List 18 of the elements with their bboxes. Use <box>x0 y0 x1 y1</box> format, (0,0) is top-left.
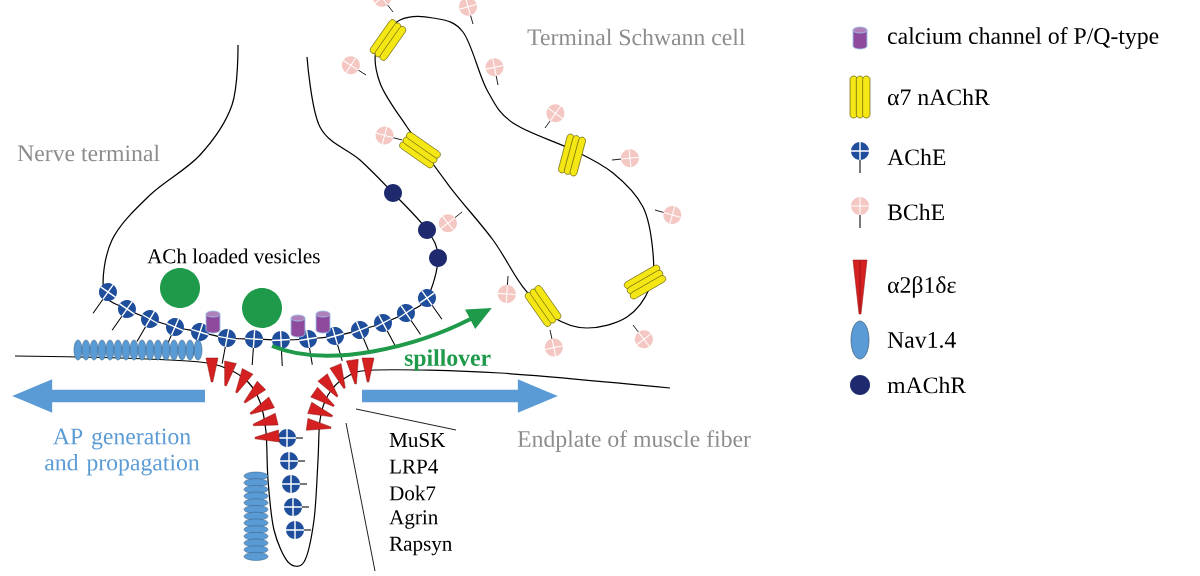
legend-text: BChE <box>887 203 944 221</box>
legend-text: mAChR <box>887 376 967 394</box>
legend-text: Nav1.4 <box>887 332 956 348</box>
label-text: MuSK <box>389 432 446 448</box>
label-text: AP generation and propagation <box>45 428 200 476</box>
label-text: spillover <box>404 349 491 371</box>
label-text: Dok7 <box>389 485 436 501</box>
legend-text: α7 nAChR <box>888 88 990 106</box>
label-text: LRP4 <box>389 459 438 474</box>
label-text: Endplate of muscle fiber <box>517 430 751 452</box>
legend-text: AChE <box>887 148 946 166</box>
label-text: Terminal Schwann cell <box>527 28 745 46</box>
legend-text: calcium channel of P/Q-type <box>888 27 1159 49</box>
label-text: Agrin <box>389 510 438 529</box>
label-text: Rapsyn <box>389 536 453 556</box>
label-text: ACh loaded vesicles <box>147 248 320 264</box>
label-text: Nerve terminal <box>17 144 160 162</box>
legend-text: α2β1δε <box>888 276 956 298</box>
